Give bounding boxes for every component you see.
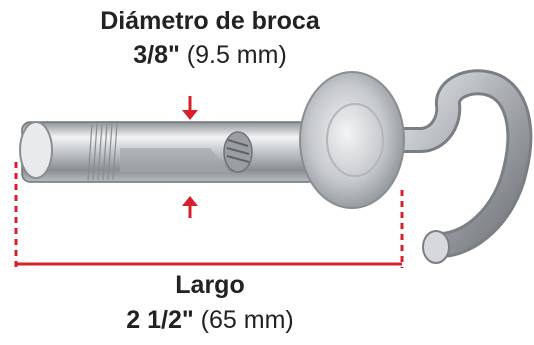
diameter-value-imperial: 3/8" — [133, 41, 180, 69]
arrow-up-icon — [182, 196, 198, 218]
washer — [299, 71, 405, 209]
length-value: 2 1/2" (65 mm) — [0, 305, 420, 335]
diameter-value-metric: (9.5 mm) — [186, 41, 287, 69]
diameter-value: 3/8" (9.5 mm) — [0, 40, 420, 70]
dimension-line — [14, 162, 404, 268]
arrow-down-icon — [182, 96, 198, 120]
diameter-title: Diámetro de broca — [100, 7, 320, 35]
length-title: Largo — [175, 271, 245, 299]
length-value-metric: (65 mm) — [200, 306, 294, 334]
anchor-sleeve — [19, 121, 343, 183]
hook — [382, 69, 533, 264]
length-value-imperial: 2 1/2" — [126, 306, 194, 334]
